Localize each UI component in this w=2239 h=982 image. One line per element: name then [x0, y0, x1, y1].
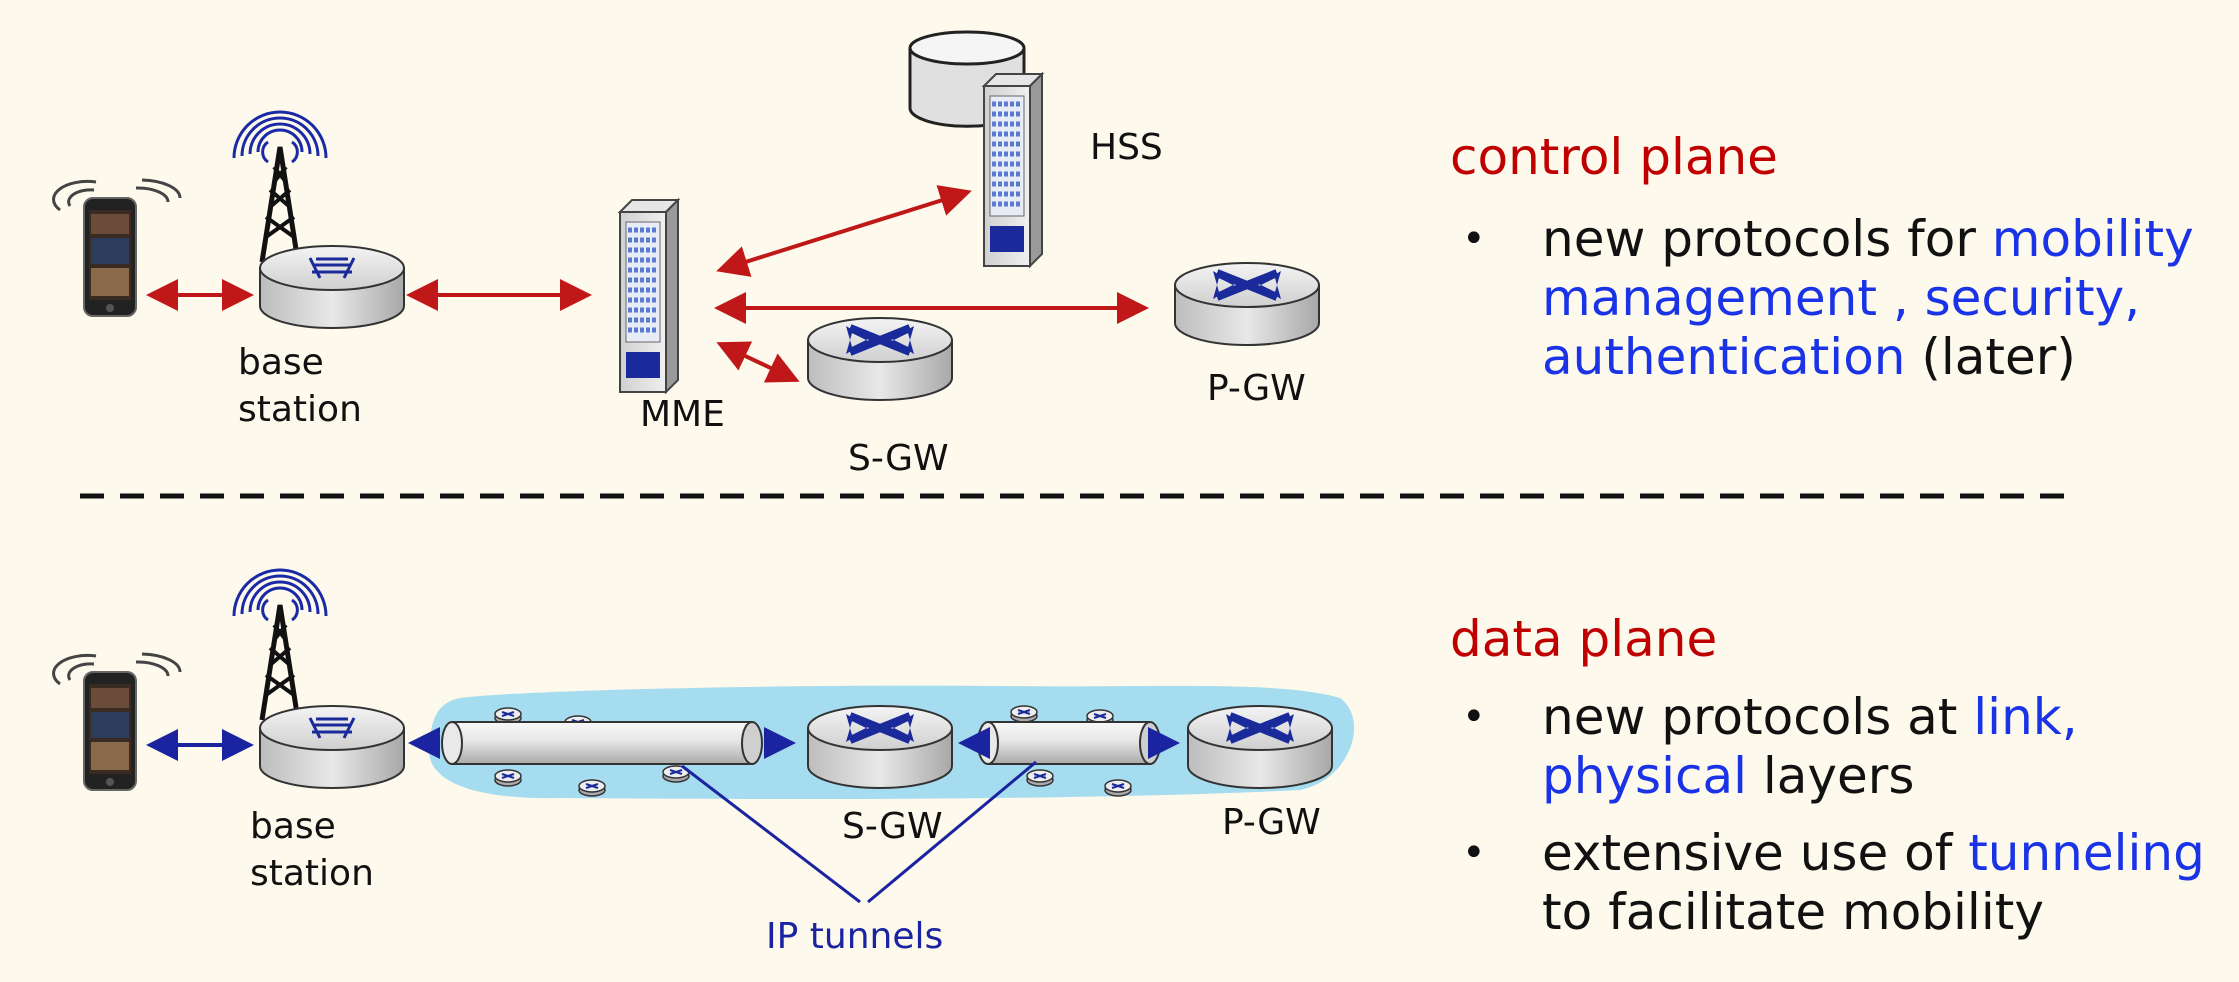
ip-tunnel-pointers: [681, 760, 1037, 904]
mme-server-icon: [620, 200, 678, 392]
control-plane-bullets: • new protocols for mobility management …: [1450, 210, 2230, 405]
data-bullet-2: • extensive use of tunneling to facilita…: [1462, 824, 2205, 941]
data-plane-bullets: • new protocols at link, physical layers…: [1450, 688, 2230, 960]
bullet-dot: •: [1462, 694, 1486, 740]
ip-tunnels-label: IP tunnels: [766, 916, 944, 957]
tower-icon-bottom: [234, 570, 326, 720]
base-station-router-top: [259, 245, 405, 329]
mme-label: MME: [640, 394, 725, 435]
hss-label: HSS: [1090, 127, 1163, 168]
sgw-label-top: S-GW: [848, 438, 949, 479]
pgw-label-top: P-GW: [1207, 368, 1306, 409]
arrow-mme-hss: [716, 185, 972, 277]
base-station-router-bottom: [259, 705, 405, 789]
data-bullet-1: • new protocols at link, physical layers: [1462, 688, 2078, 805]
bullet-dot: •: [1462, 830, 1486, 876]
pgw-label-bottom: P-GW: [1222, 802, 1321, 843]
data-arrows: [146, 727, 1180, 761]
pgw-router-top: [1174, 262, 1320, 346]
tower-icon-top: [234, 112, 326, 262]
bullet-dot: •: [1462, 216, 1486, 262]
data-plane-heading: data plane: [1450, 610, 1718, 668]
pgw-router-bottom: [1187, 705, 1333, 789]
sgw-router-bottom: [807, 705, 953, 789]
hss-server-icon: [984, 74, 1042, 266]
control-arrows: [146, 185, 1149, 383]
sgw-router-top: [807, 317, 953, 401]
control-bullet: • new protocols for mobility management …: [1462, 210, 2194, 386]
arrow-mme-sgw: [716, 341, 800, 383]
ip-tunnel-1: [441, 721, 763, 765]
sgw-label-bottom: S-GW: [842, 806, 943, 847]
phone-icon-bottom: [52, 652, 182, 792]
hss-database-icon: [908, 30, 1026, 128]
ip-tunnel-2: [977, 721, 1161, 765]
control-plane-heading: control plane: [1450, 128, 1778, 186]
